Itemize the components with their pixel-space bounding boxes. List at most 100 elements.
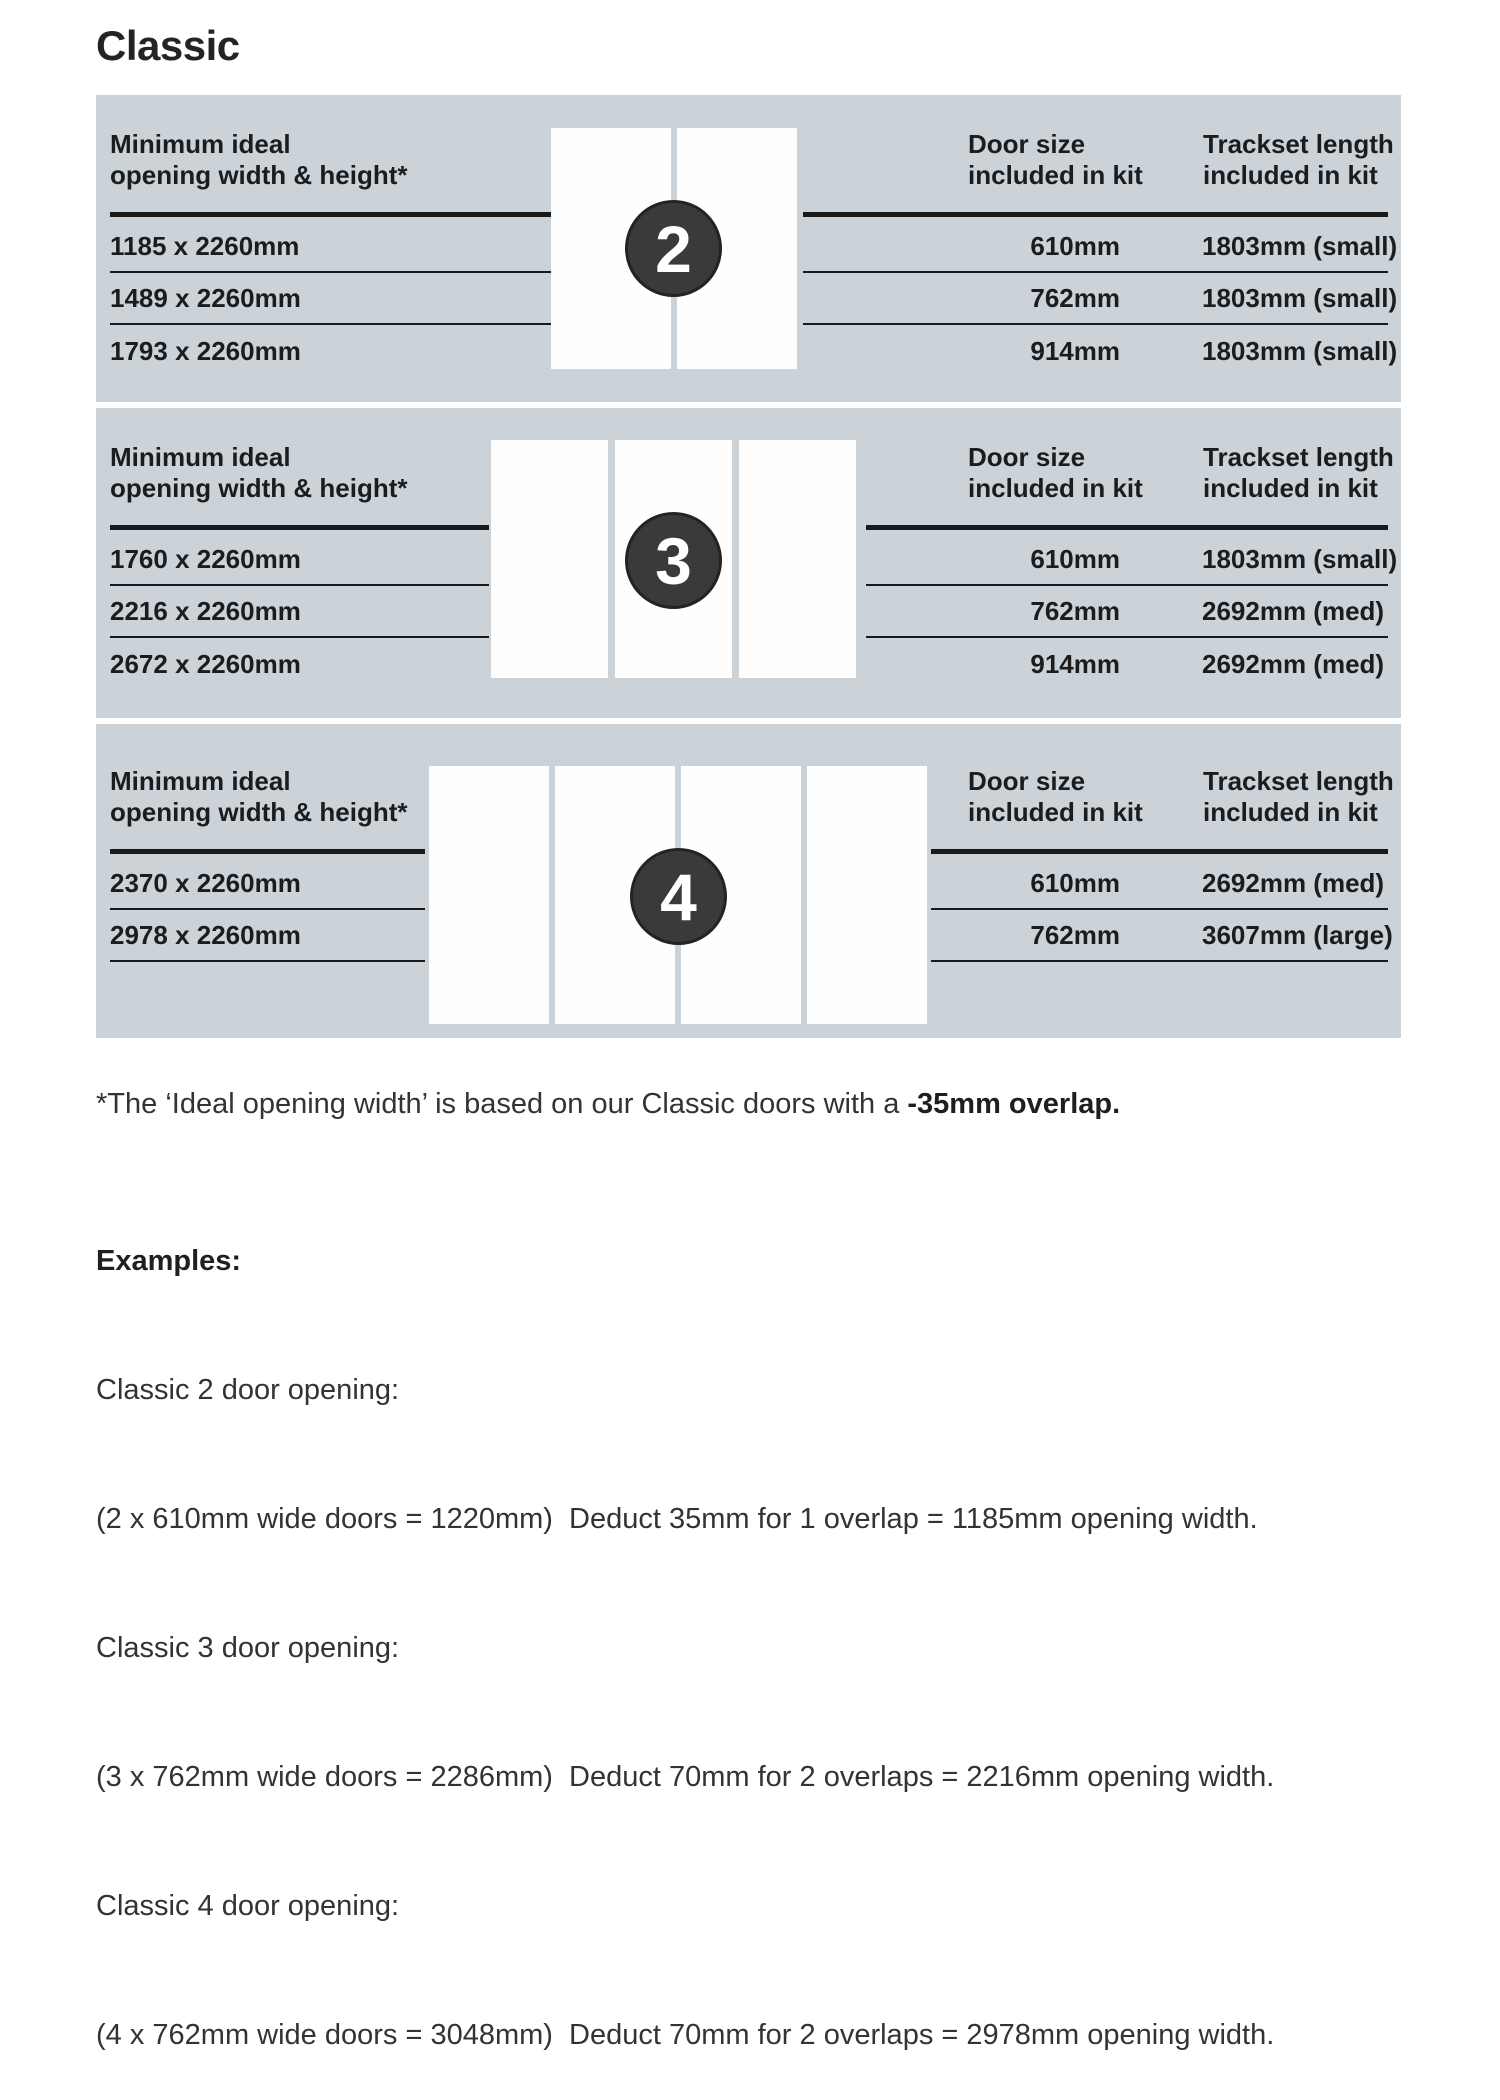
kit-contents-header: Door size included in kit Trackset lengt… bbox=[803, 129, 1394, 191]
trackset-header-line2: included in kit bbox=[1203, 160, 1378, 190]
opening-size-table: Minimum ideal opening width & height* 17… bbox=[110, 408, 489, 690]
door-size-header-line2: included in kit bbox=[968, 160, 1143, 190]
trackset-value: 1803mm (small) bbox=[1202, 282, 1398, 313]
header-rule bbox=[110, 212, 554, 217]
trackset-header-line1: Trackset length bbox=[1203, 442, 1394, 472]
door-size-value: 762mm bbox=[1030, 595, 1120, 626]
door-count-badge: 4 bbox=[630, 848, 727, 945]
footnote-bold: -35mm overlap. bbox=[907, 1088, 1121, 1120]
opening-size-header: Minimum ideal opening width & height* bbox=[110, 442, 489, 504]
header-rule bbox=[110, 525, 489, 530]
door-size-header: Door size included in kit bbox=[968, 442, 1143, 504]
door-count-number: 2 bbox=[655, 211, 692, 286]
trackset-value: 1803mm (small) bbox=[1202, 335, 1398, 366]
door-size-header-line1: Door size bbox=[968, 129, 1086, 159]
examples-heading: Examples: bbox=[96, 1245, 242, 1277]
opening-size-table: Minimum ideal opening width & height* 23… bbox=[110, 724, 425, 962]
kit-section-4-door: Minimum ideal opening width & height* 23… bbox=[96, 724, 1401, 1038]
opening-size-row: 1760 x 2260mm bbox=[110, 534, 489, 586]
opening-size-row: 2978 x 2260mm bbox=[110, 910, 425, 962]
trackset-header: Trackset length included in kit bbox=[1203, 129, 1394, 191]
trackset-header: Trackset length included in kit bbox=[1203, 442, 1394, 504]
door-size-header-line2: included in kit bbox=[968, 473, 1143, 503]
door-size-value: 610mm bbox=[1030, 867, 1120, 898]
trackset-value: 1803mm (small) bbox=[1202, 230, 1398, 261]
door-size-header: Door size included in kit bbox=[968, 129, 1143, 191]
door-count-number: 3 bbox=[655, 523, 692, 598]
opening-size-table: Minimum ideal opening width & height* 11… bbox=[110, 95, 554, 377]
overlap-footnote: *The ‘Ideal opening width’ is based on o… bbox=[96, 1088, 1120, 1121]
header-rule bbox=[866, 525, 1388, 530]
door-size-value: 762mm bbox=[1030, 919, 1120, 950]
door-count-badge: 2 bbox=[625, 200, 722, 297]
kit-row: 610mm 1803mm (small) bbox=[866, 534, 1398, 586]
opening-size-header-line1: Minimum ideal bbox=[110, 442, 291, 472]
opening-size-header-line1: Minimum ideal bbox=[110, 766, 291, 796]
header-rule bbox=[931, 849, 1388, 854]
opening-size-header-line1: Minimum ideal bbox=[110, 129, 291, 159]
trackset-value: 2692mm (med) bbox=[1202, 648, 1385, 679]
door-size-header-line1: Door size bbox=[968, 766, 1086, 796]
example-label: Classic 3 door opening: bbox=[96, 1632, 400, 1664]
example-detail: (3 x 762mm wide doors = 2286mm) Deduct 7… bbox=[96, 1761, 1275, 1793]
kit-row: 762mm 1803mm (small) bbox=[803, 273, 1398, 325]
opening-size-header-line2: opening width & height* bbox=[110, 473, 408, 503]
example-label: Classic 2 door opening: bbox=[96, 1374, 400, 1406]
door-size-value: 914mm bbox=[1030, 335, 1120, 366]
opening-size-row: 2672 x 2260mm bbox=[110, 648, 301, 679]
kit-row: 762mm 3607mm (large) bbox=[931, 910, 1393, 962]
door-size-value: 762mm bbox=[1030, 282, 1120, 313]
trackset-value: 3607mm (large) bbox=[1202, 919, 1393, 950]
trackset-value: 2692mm (med) bbox=[1202, 867, 1385, 898]
door-size-value: 914mm bbox=[1030, 648, 1120, 679]
opening-size-row: 1185 x 2260mm bbox=[110, 221, 554, 273]
door-size-value: 610mm bbox=[1030, 230, 1120, 261]
kit-row: 610mm 1803mm (small) bbox=[803, 221, 1398, 273]
example-detail: (4 x 762mm wide doors = 3048mm) Deduct 7… bbox=[96, 2019, 1275, 2051]
trackset-header-line1: Trackset length bbox=[1203, 129, 1394, 159]
opening-size-header-line2: opening width & height* bbox=[110, 160, 408, 190]
opening-size-header: Minimum ideal opening width & height* bbox=[110, 129, 554, 191]
trackset-value: 2692mm (med) bbox=[1202, 595, 1385, 626]
door-illustration-4-doors bbox=[429, 766, 927, 1024]
examples-block: Examples: Classic 2 door opening: (2 x 6… bbox=[96, 1154, 1274, 2100]
door-size-header: Door size included in kit bbox=[968, 766, 1143, 828]
opening-size-header-line2: opening width & height* bbox=[110, 797, 408, 827]
door-count-badge: 3 bbox=[625, 512, 722, 609]
kit-row: 610mm 2692mm (med) bbox=[931, 858, 1388, 910]
opening-size-row: 1489 x 2260mm bbox=[110, 273, 554, 325]
footnote-text: *The ‘Ideal opening width’ is based on o… bbox=[96, 1088, 908, 1120]
page-title: Classic bbox=[96, 22, 240, 69]
kit-section-2-door: Minimum ideal opening width & height* 11… bbox=[96, 95, 1401, 402]
door-rect bbox=[739, 440, 856, 678]
example-detail: (2 x 610mm wide doors = 1220mm) Deduct 3… bbox=[96, 1503, 1258, 1535]
trackset-header-line1: Trackset length bbox=[1203, 766, 1394, 796]
door-rect bbox=[807, 766, 927, 1024]
kit-section-3-door: Minimum ideal opening width & height* 17… bbox=[96, 408, 1401, 718]
kit-contents-table: Door size included in kit Trackset lengt… bbox=[931, 724, 1394, 962]
example-label: Classic 4 door opening: bbox=[96, 1890, 400, 1922]
kit-contents-table: Door size included in kit Trackset lengt… bbox=[866, 408, 1398, 690]
kit-row: 914mm 1803mm (small) bbox=[803, 325, 1398, 377]
opening-size-row: 1793 x 2260mm bbox=[110, 335, 301, 366]
kit-row: 914mm 2692mm (med) bbox=[866, 638, 1388, 690]
opening-size-header: Minimum ideal opening width & height* bbox=[110, 766, 425, 828]
opening-size-row: 2370 x 2260mm bbox=[110, 858, 425, 910]
header-rule bbox=[110, 849, 425, 854]
door-rect bbox=[429, 766, 549, 1024]
header-rule bbox=[803, 212, 1388, 217]
door-illustration-3-doors bbox=[491, 440, 856, 678]
door-size-value: 610mm bbox=[1030, 543, 1120, 574]
door-count-number: 4 bbox=[660, 859, 697, 934]
door-size-header-line2: included in kit bbox=[968, 797, 1143, 827]
opening-size-row: 2216 x 2260mm bbox=[110, 586, 489, 638]
trackset-header-line2: included in kit bbox=[1203, 797, 1378, 827]
kit-contents-table: Door size included in kit Trackset lengt… bbox=[803, 95, 1398, 377]
trackset-header-line2: included in kit bbox=[1203, 473, 1378, 503]
door-size-header-line1: Door size bbox=[968, 442, 1086, 472]
kit-row: 762mm 2692mm (med) bbox=[866, 586, 1388, 638]
trackset-header: Trackset length included in kit bbox=[1203, 766, 1394, 828]
trackset-value: 1803mm (small) bbox=[1202, 543, 1398, 574]
kit-contents-header: Door size included in kit Trackset lengt… bbox=[866, 442, 1394, 504]
kit-contents-header: Door size included in kit Trackset lengt… bbox=[931, 766, 1394, 828]
